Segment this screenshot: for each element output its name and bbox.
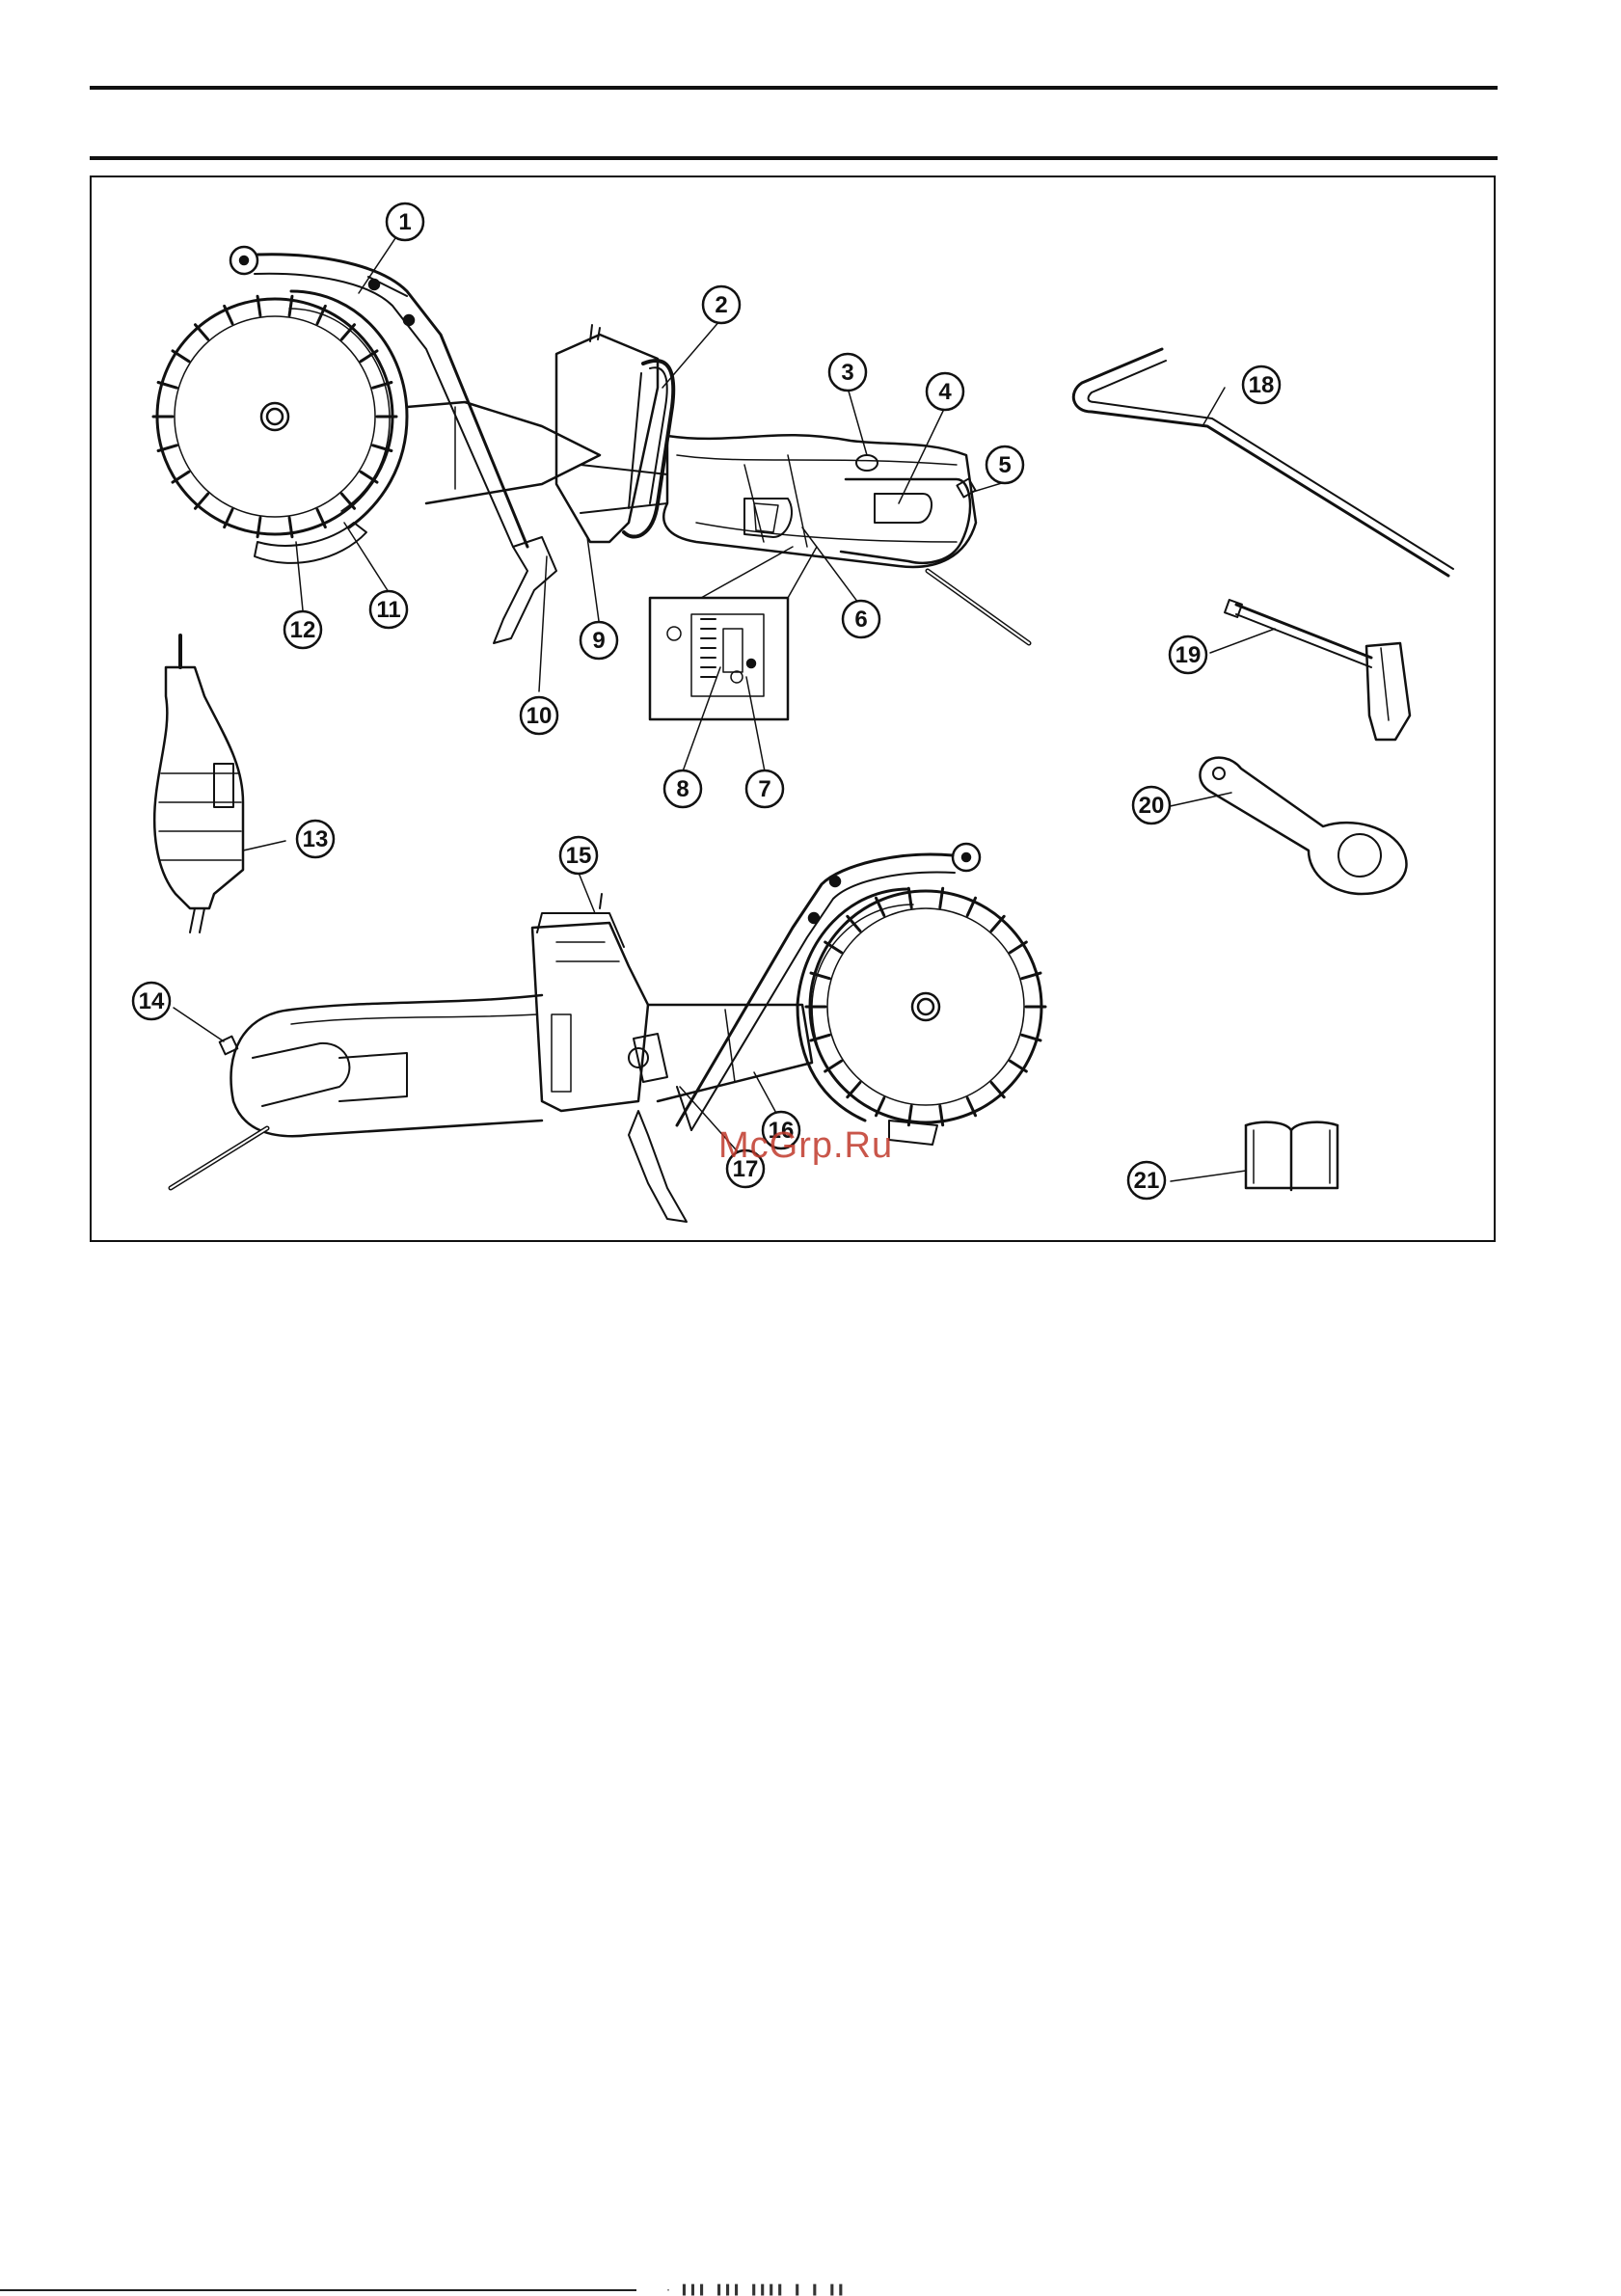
- callout-12: 12: [284, 611, 321, 648]
- header-rule-top: [90, 86, 1498, 90]
- engine-housing-top: [663, 435, 976, 567]
- power-cutter-top-view: [153, 247, 1029, 643]
- callout-10: 10: [521, 697, 557, 734]
- callout-label: 2: [715, 292, 727, 318]
- callout-6: 6: [843, 601, 879, 637]
- callout-label: 21: [1134, 1168, 1160, 1194]
- callout-label: 5: [998, 452, 1011, 478]
- footer-printer-marks: · ▌▌▌ ▌▌▌ ▌▌▌▌ ▌ ▌ ▌▌: [665, 2285, 848, 2296]
- fuel-cap: [856, 455, 878, 471]
- callout-19: 19: [1170, 636, 1206, 673]
- callout-14: 14: [133, 983, 170, 1019]
- callout-7: 7: [746, 770, 783, 807]
- callout-8: 8: [664, 770, 701, 807]
- callout-label: 6: [854, 607, 867, 633]
- detail-inset: [650, 547, 817, 719]
- callout-18: 18: [1243, 366, 1280, 403]
- callout-2: 2: [703, 286, 740, 323]
- watermark: McGrp.Ru: [718, 1125, 893, 1167]
- callout-label: 14: [139, 988, 165, 1014]
- callout-label: 8: [676, 776, 689, 802]
- callout-15: 15: [560, 837, 597, 874]
- callout-21: 21: [1128, 1162, 1165, 1199]
- callout-20: 20: [1133, 787, 1170, 824]
- spark-plug-cap: [154, 635, 243, 932]
- blade-wrench: [1200, 758, 1406, 894]
- header-rule-bottom: [90, 156, 1498, 160]
- callout-label: 19: [1175, 642, 1202, 668]
- diamond-blade-top: [153, 296, 396, 536]
- callout-3: 3: [829, 354, 866, 391]
- engine-housing-bottom: [532, 923, 648, 1111]
- callout-leaders: [174, 235, 1275, 1181]
- callout-1: 1: [387, 203, 423, 240]
- power-cutter-side-view: [171, 844, 1045, 1222]
- callout-label: 11: [376, 597, 400, 623]
- diamond-blade-bottom: [806, 888, 1045, 1124]
- callout-label: 20: [1139, 793, 1165, 819]
- callout-11: 11: [370, 591, 407, 628]
- callout-label: 9: [592, 628, 605, 654]
- operators-manual-book-icon: [1246, 1122, 1337, 1190]
- footer-rule: [0, 2289, 636, 2291]
- callout-label: 18: [1249, 372, 1275, 398]
- callout-13: 13: [297, 821, 334, 857]
- callout-label: 12: [290, 617, 316, 643]
- callout-label: 15: [566, 843, 592, 869]
- callout-label: 4: [938, 379, 952, 405]
- rear-handle-top: [841, 479, 970, 563]
- callout-5: 5: [986, 446, 1023, 483]
- combination-spanner: [1225, 600, 1410, 740]
- callout-label: 10: [527, 703, 553, 729]
- callout-9: 9: [581, 622, 617, 659]
- callout-4: 4: [927, 373, 963, 410]
- callout-label: 7: [758, 776, 770, 802]
- callout-label: 13: [303, 826, 329, 852]
- callout-label: 1: [398, 209, 411, 235]
- callout-label: 3: [841, 360, 853, 386]
